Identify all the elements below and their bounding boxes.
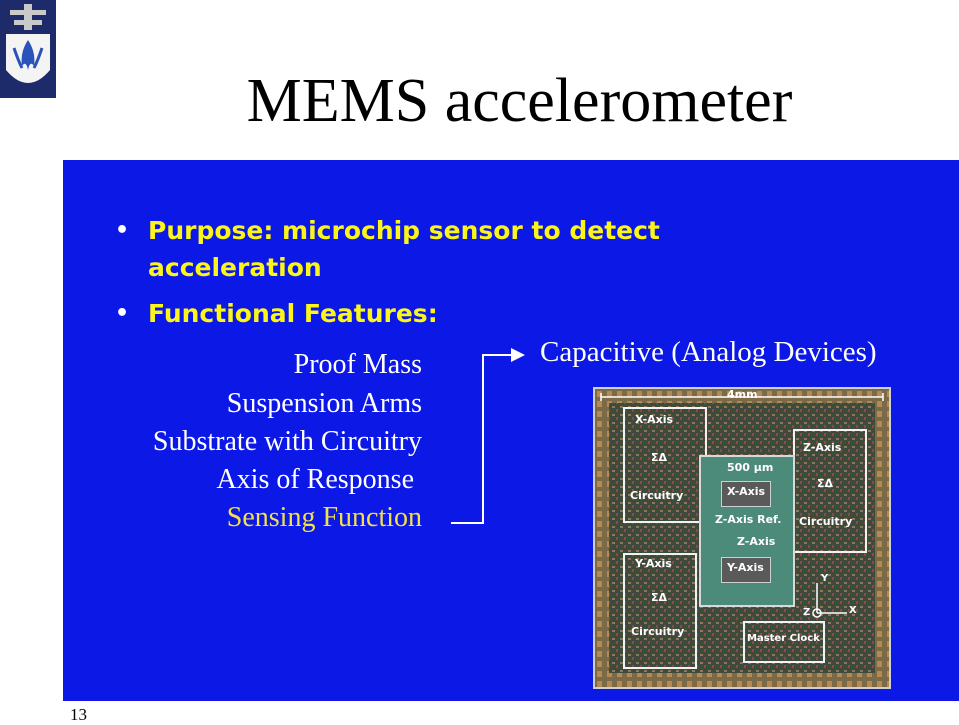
- slide-number: 13: [70, 705, 87, 724]
- sigma-delta-label: ΣΔ: [651, 451, 668, 464]
- core-z-axis-label: Z-Axis: [737, 535, 776, 548]
- x-axis-label: X-Axis: [635, 413, 674, 426]
- axis-z-label: Z: [803, 607, 811, 618]
- connector-arrow: [451, 348, 525, 524]
- scale-500um-label: 500 µm: [727, 461, 774, 474]
- content-panel: • Purpose: microchip sensor to detect ac…: [63, 160, 959, 701]
- core-x-axis-box: [721, 481, 771, 507]
- master-clock-block: [743, 621, 825, 663]
- sigma-delta-label: ΣΔ: [651, 591, 668, 604]
- core-z-ref-label: Z-Axis Ref.: [715, 513, 782, 526]
- y-axis-block: [623, 553, 697, 669]
- axis-indicator-icon: [812, 583, 847, 618]
- chip-micrograph: 4mm X-Axis ΣΔ Circuitry Z-Axis ΣΔ Circui…: [593, 387, 891, 689]
- core-y-axis-box: [721, 557, 771, 583]
- slide-title: MEMS accelerometer: [246, 67, 793, 135]
- capacitive-label: Capacitive (Analog Devices): [540, 336, 877, 368]
- master-clock-label: Master Clock: [747, 633, 820, 644]
- feature-proof-mass: Proof Mass: [293, 349, 422, 380]
- scale-4mm-label: 4mm: [727, 388, 758, 401]
- bullet-purpose-line2: acceleration: [148, 253, 322, 282]
- feature-axis-response: Axis of Response: [216, 464, 414, 495]
- feature-substrate: Substrate with Circuitry: [152, 426, 422, 457]
- bullet-purpose-line1: Purpose: microchip sensor to detect: [148, 216, 660, 245]
- circuitry-label: Circuitry: [630, 489, 684, 502]
- axis-x-label: X: [849, 605, 857, 616]
- bullet-dot: •: [115, 301, 130, 326]
- circuitry-label: Circuitry: [799, 515, 853, 528]
- bullet-purpose: Purpose: microchip sensor to detect acce…: [148, 212, 660, 286]
- circuitry-label: Circuitry: [631, 625, 685, 638]
- core-x-axis-label: X-Axis: [727, 485, 766, 498]
- feature-suspension-arms: Suspension Arms: [226, 388, 422, 419]
- axis-y-label: Y: [821, 573, 829, 584]
- bullet-features: Functional Features:: [148, 299, 438, 328]
- y-axis-label: Y-Axis: [635, 557, 672, 570]
- feature-sensing-function: Sensing Function: [226, 502, 422, 533]
- bullet-dot: •: [115, 218, 130, 243]
- university-logo: [0, 0, 56, 98]
- sigma-delta-label: ΣΔ: [817, 477, 834, 490]
- z-axis-label: Z-Axis: [803, 441, 842, 454]
- core-y-axis-label: Y-Axis: [727, 561, 764, 574]
